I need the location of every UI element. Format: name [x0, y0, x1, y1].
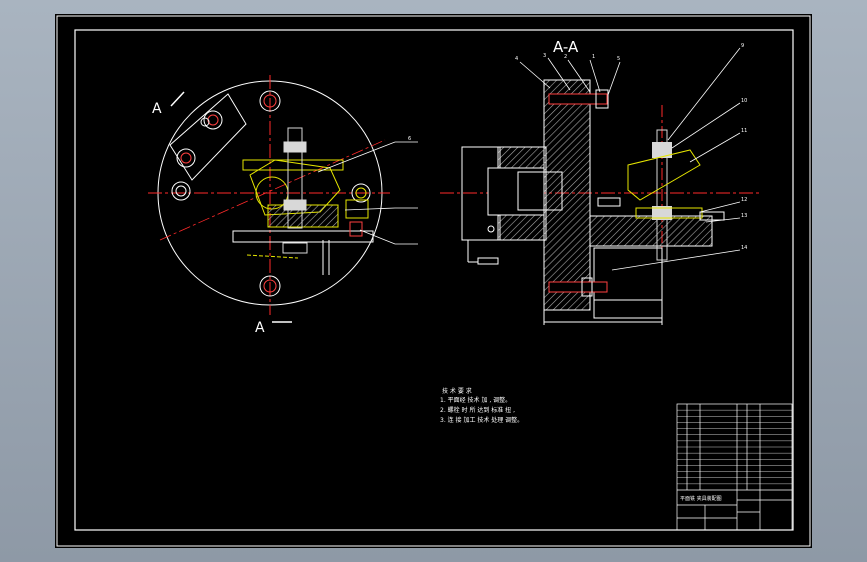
leader-number: 2 [564, 54, 567, 60]
leader-number: 11 [741, 128, 747, 134]
view-label-bottom: A [255, 320, 265, 336]
title-block [676, 403, 793, 531]
tech-note: 3. 连 接 加工 技术 处理 调整。 [440, 416, 523, 424]
section-view: A-A [408, 38, 760, 325]
bolt-holes-cluster [171, 110, 223, 201]
leader-number: 13 [741, 213, 747, 219]
tech-note: 2. 螺栓 时 所 达到 标准 扭 , [440, 406, 515, 414]
leader-number: 12 [741, 197, 747, 203]
leader-number: 1 [592, 54, 595, 60]
bolts [548, 89, 672, 297]
drawing-frame [56, 15, 811, 547]
top-view: A A [148, 75, 418, 336]
leader-number: 14 [741, 245, 747, 251]
view-arrow [170, 91, 185, 107]
title-block-rows [677, 409, 792, 485]
leader-number: 5 [617, 56, 620, 62]
title-block-texts: 平面铣 夹具装配图 [680, 495, 722, 502]
clamp-arm [597, 149, 725, 221]
technical-requirements: 技 术 要 求 1. 平面经 技术 加 , 调整。 2. 螺栓 时 所 达到 标… [440, 387, 523, 424]
tech-note: 1. 平面经 技术 加 , 调整。 [440, 396, 511, 404]
bolt-hole-top [259, 90, 281, 112]
clamp-assembly [232, 127, 374, 275]
bolt-hole-bottom [259, 275, 281, 297]
view-label-top: A [152, 101, 162, 117]
tech-title: 技 术 要 求 [442, 387, 472, 395]
fixture-body [461, 79, 713, 319]
section-label: A-A [553, 38, 579, 56]
leader-number: 9 [741, 43, 744, 49]
leader-number: 4 [515, 56, 518, 62]
leader-number: 10 [741, 98, 747, 104]
titleblock-label: 平面铣 夹具装配图 [680, 495, 722, 502]
drawing-sheet [55, 14, 812, 548]
leader-lines-right [519, 47, 741, 271]
section-details [467, 225, 663, 325]
centerline [159, 139, 386, 241]
leader-number: 6 [408, 136, 411, 142]
leader-lines-left [317, 141, 418, 245]
leader-number: 3 [543, 53, 546, 59]
sector-cutout [169, 93, 247, 181]
leader-numbers: 4 3 2 1 5 6 9 10 11 12 13 14 [408, 43, 747, 251]
